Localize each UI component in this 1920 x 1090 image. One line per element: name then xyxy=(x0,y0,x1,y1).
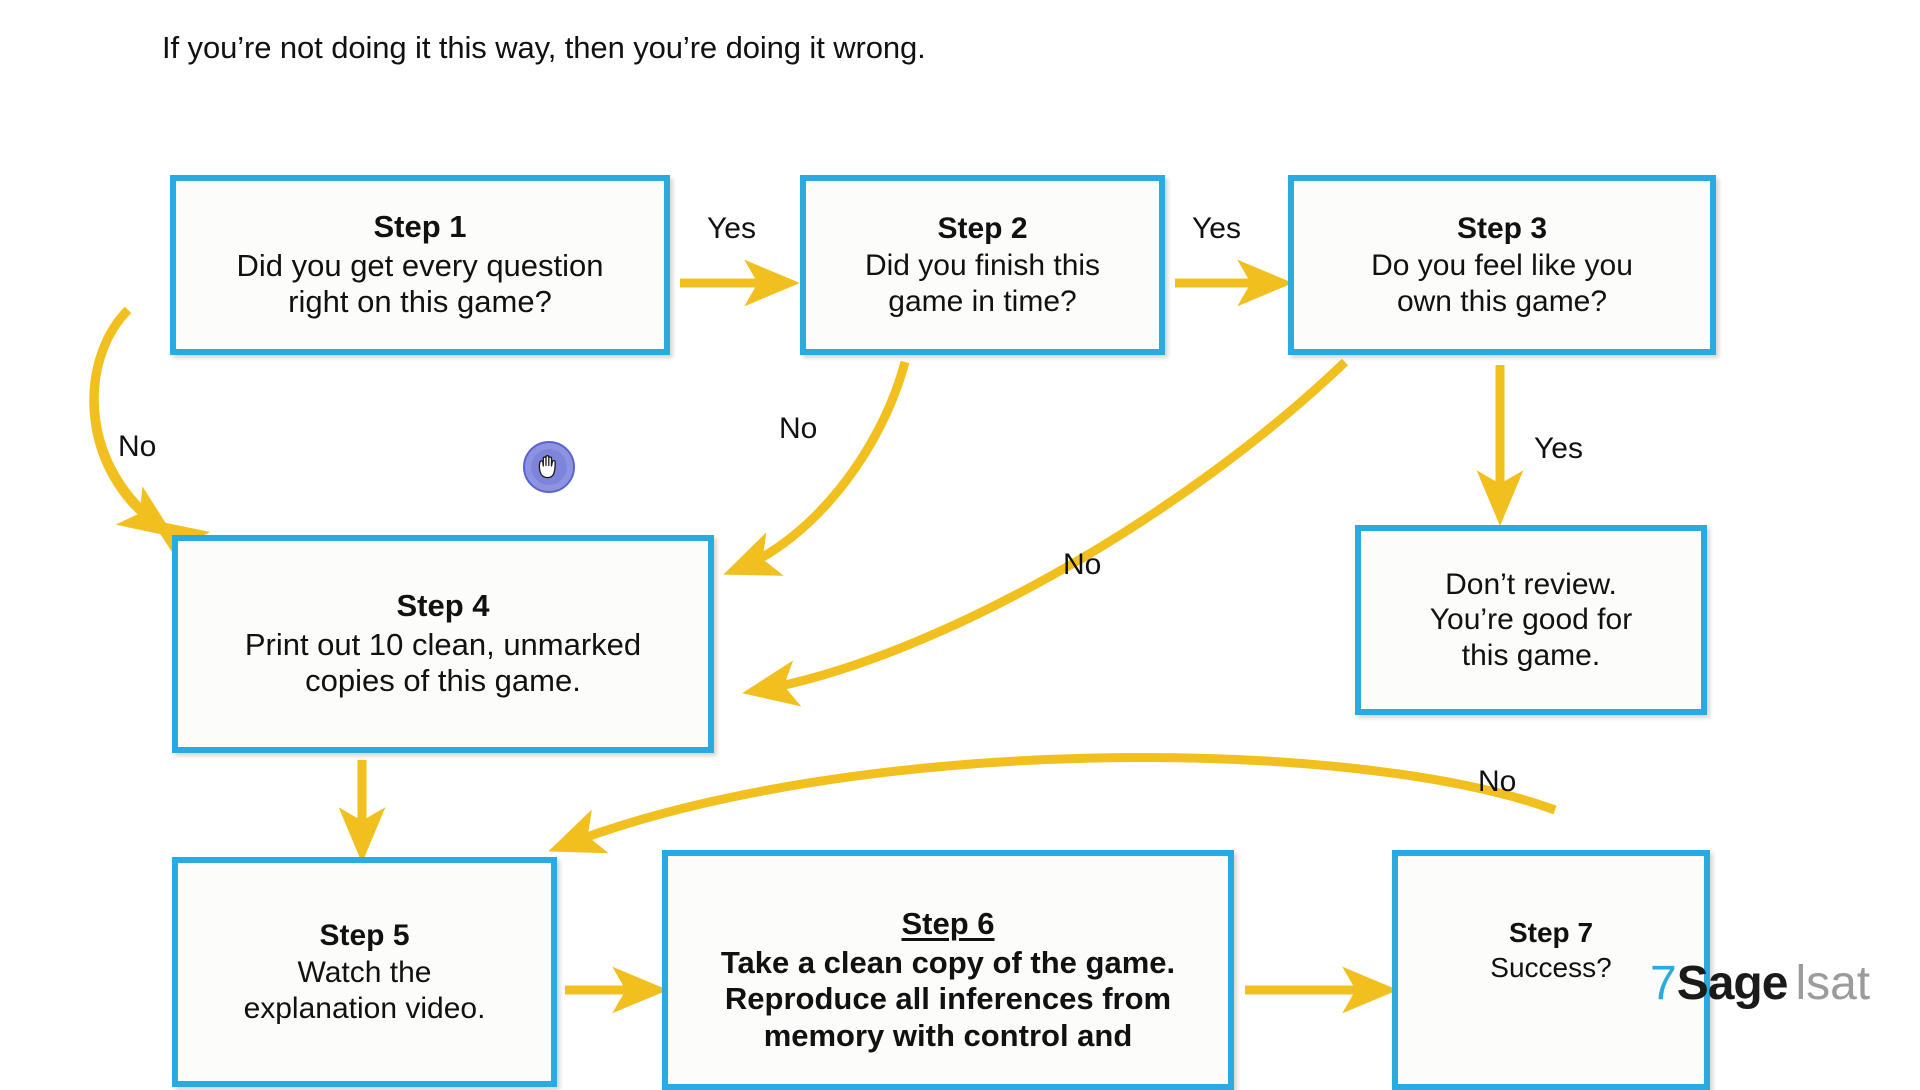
grab-hand-cursor-icon xyxy=(523,441,575,493)
node-step-1[interactable]: Step 1 Did you get every question right … xyxy=(170,175,670,355)
node-step-4-body: Print out 10 clean, unmarked copies of t… xyxy=(244,626,642,699)
arrow-step1-to-step4 xyxy=(89,306,211,571)
node-step-7-body: Success? xyxy=(1490,952,1612,984)
arrow-step2-to-step4 xyxy=(723,360,910,576)
page-title: If you’re not doing it this way, then yo… xyxy=(162,30,926,65)
node-step-3[interactable]: Step 3 Do you feel like you own this gam… xyxy=(1288,175,1716,355)
arrow-step3-to-step4 xyxy=(742,358,1349,707)
logo-lsat: lsat xyxy=(1795,957,1871,1010)
node-step-5[interactable]: Step 5 Watch the explanation video. xyxy=(172,857,557,1087)
node-step-7[interactable]: Step 7 Success? xyxy=(1392,850,1710,1090)
edge-label-yes-step3-done: Yes xyxy=(1534,432,1583,465)
node-step-3-body: Do you feel like you own this game? xyxy=(1371,249,1633,318)
node-step-5-body: Watch the explanation video. xyxy=(243,956,486,1025)
node-step-2-title: Step 2 xyxy=(937,211,1028,245)
edge-label-yes-step1-step2: Yes xyxy=(707,212,756,245)
node-dont-review[interactable]: Don’t review. You’re good for this game. xyxy=(1355,525,1707,715)
arrow-step7-to-step6 xyxy=(548,753,1557,854)
node-step-4-title: Step 4 xyxy=(396,588,490,624)
node-step-2-body: Did you finish this game in time? xyxy=(864,249,1101,318)
node-step-6[interactable]: Step 6 Take a clean copy of the game. Re… xyxy=(662,850,1234,1090)
node-step-1-body: Did you get every question right on this… xyxy=(236,247,604,320)
logo-sage: Sage xyxy=(1676,957,1789,1010)
edge-label-no-step1-step4: No xyxy=(118,430,157,463)
node-step-2[interactable]: Step 2 Did you finish this game in time? xyxy=(800,175,1165,355)
node-step-5-title: Step 5 xyxy=(319,919,410,952)
edge-label-no-step2-step4: No xyxy=(779,412,818,445)
node-step-4[interactable]: Step 4 Print out 10 clean, unmarked copi… xyxy=(172,535,714,753)
node-step-7-title: Step 7 xyxy=(1508,917,1594,948)
node-step-6-title: Step 6 xyxy=(901,906,995,941)
node-dont-review-body: Don’t review. You’re good for this game. xyxy=(1429,567,1633,672)
logo-seven: 7 xyxy=(1650,957,1677,1010)
edge-label-yes-step2-step3: Yes xyxy=(1192,212,1241,245)
edge-label-no-step7-step6: No xyxy=(1478,765,1517,798)
node-step-3-title: Step 3 xyxy=(1456,211,1548,245)
node-step-1-title: Step 1 xyxy=(373,209,467,245)
node-step-6-body: Take a clean copy of the game. Reproduce… xyxy=(720,944,1176,1053)
edge-label-no-step3-step4: No xyxy=(1063,548,1102,581)
